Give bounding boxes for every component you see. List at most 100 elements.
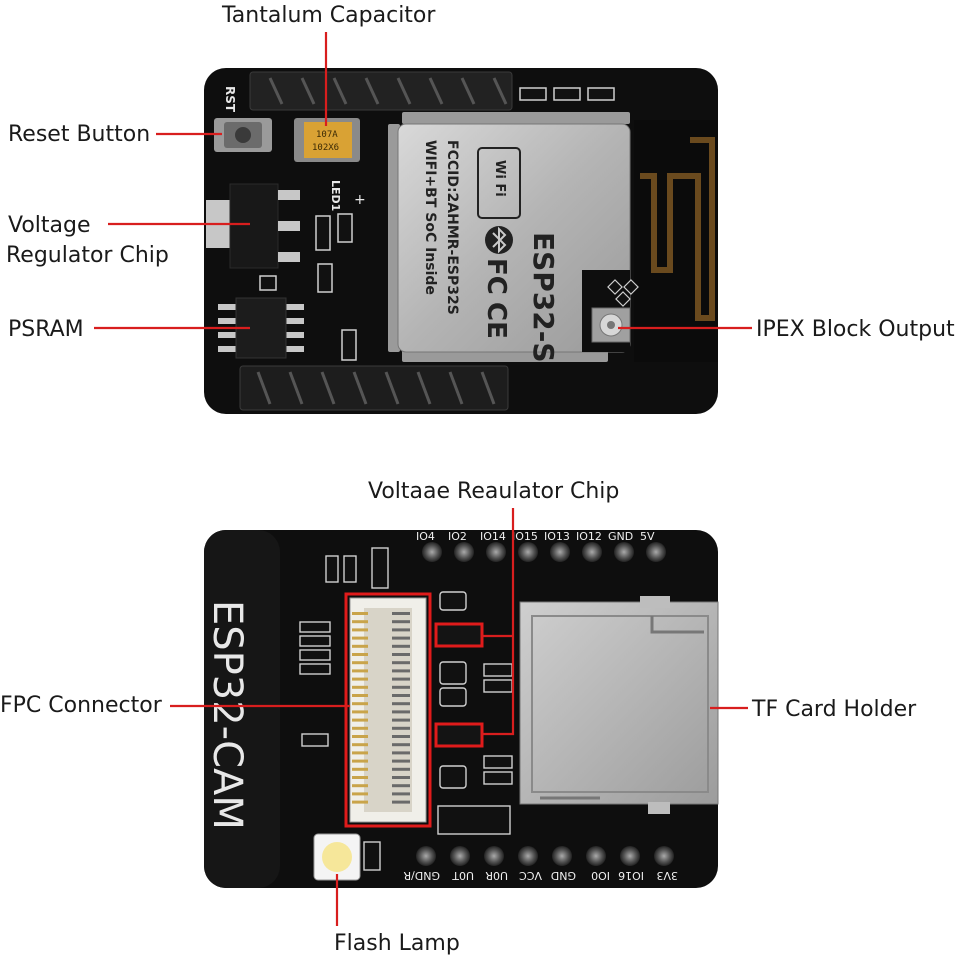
label-flash-lamp: Flash Lamp <box>334 931 460 956</box>
bottom-pin-label: GND/R <box>403 869 440 882</box>
top-pin-label: IO2 <box>448 530 467 543</box>
psram-part <box>218 297 304 359</box>
fpc-slot <box>392 694 410 697</box>
fpc-contact <box>352 702 368 706</box>
bottom-pin-labels: GND/R U0T U0R VCC GND IO0 IO16 3V3 <box>403 869 678 882</box>
fpc-contact <box>352 767 368 771</box>
bottom-pin-label: U0T <box>452 869 474 882</box>
module-castellations <box>388 112 630 362</box>
pcb-antenna <box>634 120 718 362</box>
top-pin-label: IO14 <box>480 530 506 543</box>
fpc-slot <box>392 751 410 755</box>
fpc-slot <box>392 702 410 706</box>
top-pin-label: 5V <box>640 530 655 543</box>
fpc-contact <box>352 751 368 755</box>
label-tantalum-capacitor: Tantalum Capacitor <box>221 3 436 28</box>
fpc-contact <box>352 743 368 747</box>
fpc-slot <box>392 767 410 771</box>
fpc-slot <box>392 612 410 615</box>
fpc-contact <box>352 726 368 730</box>
top-pin <box>486 542 506 562</box>
fpc-slot <box>392 685 410 689</box>
label-bottom-regulator: Voltaae Reaulator Chip <box>368 479 619 504</box>
bottom-pin-label: IO0 <box>591 869 610 882</box>
top-pin-label: IO4 <box>416 530 435 543</box>
fpc-contact <box>352 628 368 632</box>
fpc-highlight-box <box>344 592 432 828</box>
bottom-pin <box>484 846 504 866</box>
top-pin-label: IO12 <box>576 530 602 543</box>
fpc-contact <box>352 620 368 624</box>
bottom-pin-label: 3V3 <box>656 869 678 882</box>
top-pin-row <box>422 542 666 562</box>
module-fcc-id: FCCID:2AHMR-ESP32S <box>444 140 460 315</box>
bottom-pin <box>586 846 606 866</box>
bottom-pin <box>552 846 572 866</box>
flash-lamp-part <box>313 833 361 881</box>
top-pin-labels: IO4 IO2 IO14 IO15 IO13 IO12 GND 5V <box>416 530 655 543</box>
fpc-contact <box>352 636 368 640</box>
fpc-contact <box>352 685 368 689</box>
module-title: ESP32-S <box>527 232 560 363</box>
fpc-slot <box>392 800 410 804</box>
label-voltage-regulator-line2: Regulator Chip <box>6 243 169 268</box>
led-silk: LED1 <box>329 180 342 211</box>
fpc-contact <box>352 669 368 673</box>
fpc-slot <box>392 669 410 673</box>
bluetooth-icon <box>485 226 513 254</box>
fpc-slot <box>392 636 410 640</box>
fpc-contact <box>352 694 368 697</box>
label-voltage-regulator-line1: Voltage <box>8 213 91 238</box>
top-header-pins <box>249 71 513 111</box>
bottom-pin-row <box>416 846 674 866</box>
fpc-slot <box>392 661 410 665</box>
voltage-regulator-part <box>206 183 300 269</box>
bottom-pin-label: VCC <box>519 869 542 882</box>
label-reset-button: Reset Button <box>8 122 150 147</box>
fpc-slot <box>392 628 410 632</box>
wifi-badge: Wi Fi <box>477 147 521 219</box>
smd-parts-bottom <box>299 547 513 871</box>
fpc-slot <box>392 677 410 681</box>
fpc-slot <box>392 784 410 788</box>
fpc-contact <box>352 735 368 738</box>
board-name: ESP32-CAM <box>204 600 250 830</box>
fpc-slot <box>392 735 410 738</box>
bottom-pin-label: GND <box>551 869 576 882</box>
top-pin <box>550 542 570 562</box>
fpc-contact <box>352 612 368 615</box>
label-fpc-connector: FPC Connector <box>0 693 163 718</box>
fpc-contact <box>352 653 368 656</box>
fpc-contact <box>352 800 368 804</box>
bottom-pin <box>620 846 640 866</box>
bottom-header-pin-slots <box>256 371 496 405</box>
bottom-pin <box>416 846 436 866</box>
fpc-slot <box>392 776 410 779</box>
rst-silk: RST <box>223 86 237 113</box>
cap-text-1: 107A <box>316 130 338 140</box>
top-pin <box>422 542 442 562</box>
top-pin-label: IO15 <box>512 530 538 543</box>
fpc-slot <box>392 718 410 722</box>
fpc-connector-part <box>344 592 432 828</box>
tf-card-holder-part <box>519 596 719 814</box>
top-pin-label: IO13 <box>544 530 570 543</box>
leader-bottom-regulator <box>482 508 515 736</box>
bottom-pin-label: IO16 <box>618 869 644 882</box>
fpc-slot <box>392 620 410 624</box>
fpc-contact <box>352 776 368 779</box>
bottom-pin-label: U0R <box>485 869 508 882</box>
fpc-contact <box>352 677 368 681</box>
led-plus-silk: + <box>354 192 366 208</box>
reset-button-part <box>214 118 272 152</box>
fpc-slot <box>392 653 410 656</box>
wifi-badge-text: Wi Fi <box>492 160 507 197</box>
fpc-contact <box>352 661 368 665</box>
fpc-contact <box>352 644 368 648</box>
ipex-connector-part <box>591 307 631 343</box>
ce-mark: CE <box>481 302 511 339</box>
top-pin-label: GND <box>608 530 633 543</box>
smd-resistors-mid <box>259 213 357 361</box>
fpc-slot <box>392 759 410 763</box>
